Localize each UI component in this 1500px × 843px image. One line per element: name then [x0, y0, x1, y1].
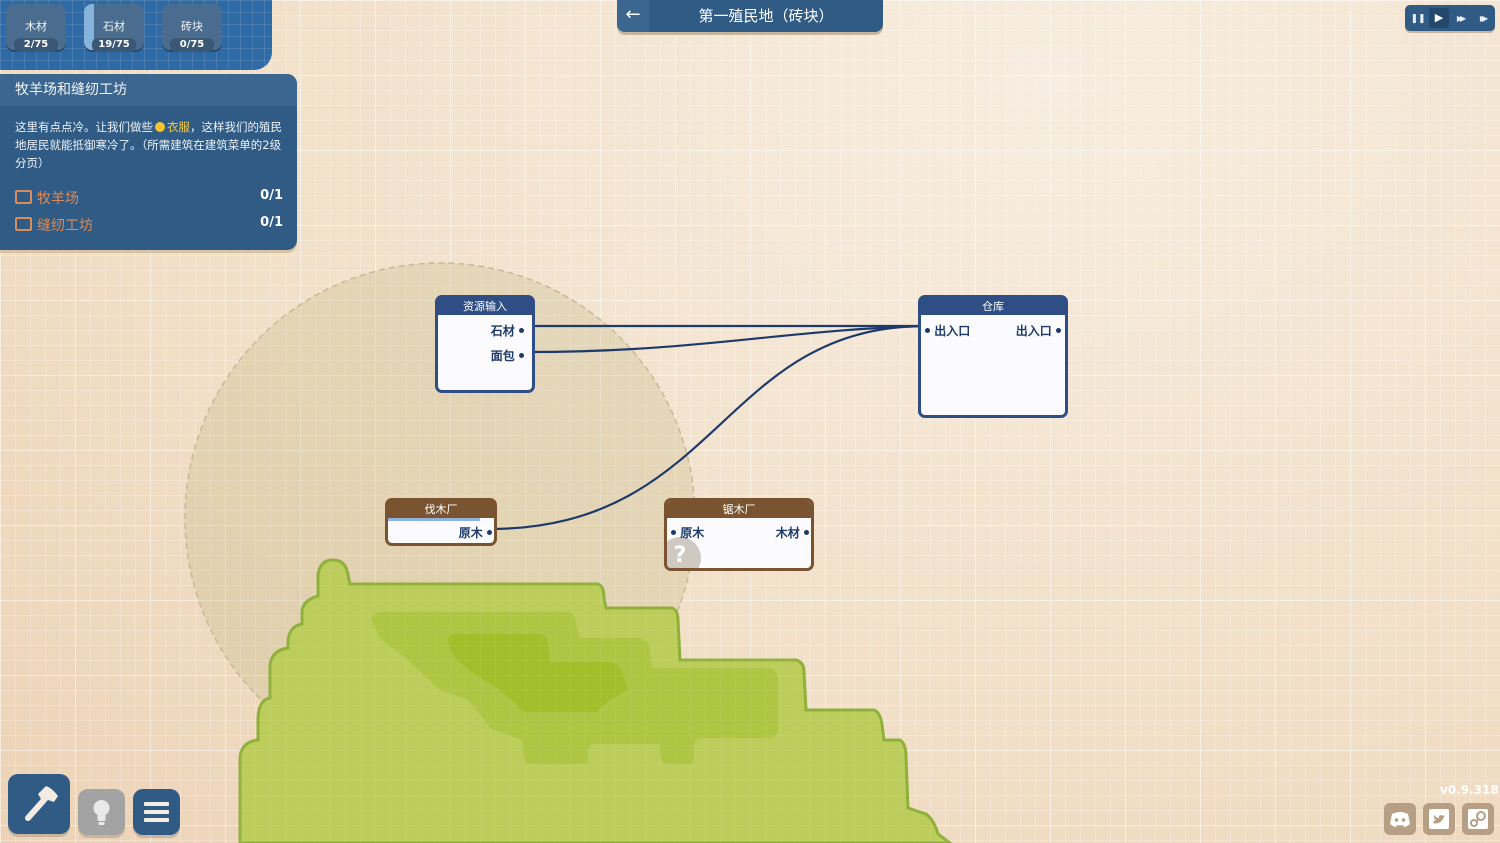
output-port-wood[interactable]: 木材	[776, 524, 809, 541]
resource-name: 砖块	[181, 20, 203, 33]
output-port-logs[interactable]: 原木	[459, 524, 492, 541]
discord-button[interactable]	[1384, 803, 1416, 835]
hint-button[interactable]	[78, 789, 125, 835]
task-label: 牧羊场	[37, 191, 79, 207]
input-port-logs[interactable]: 原木	[671, 524, 704, 541]
missing-input-icon: ?	[667, 537, 701, 568]
twitter-button[interactable]	[1423, 803, 1455, 835]
resource-count: 0/75	[170, 38, 214, 52]
fast-forward-icon: ▶▶	[1456, 14, 1466, 23]
port-label: 面包	[490, 349, 515, 363]
quest-desc-text: ，这样我们的殖民地居民就能抵御寒冷了。（所需建筑在建筑菜单的2级分页）	[15, 120, 282, 170]
port-dot	[925, 328, 930, 333]
output-port[interactable]: 出入口	[1016, 322, 1061, 339]
fast-forward-button[interactable]: ▶▶	[1450, 8, 1470, 28]
link-bread-to-warehouse	[526, 324, 927, 354]
node-warehouse[interactable]: 仓库 出入口 出入口	[918, 295, 1068, 418]
checkbox-icon	[15, 217, 32, 231]
resource-brick[interactable]: 砖块 0/75	[162, 4, 222, 52]
steam-button[interactable]	[1462, 803, 1494, 835]
checkbox-icon	[15, 190, 32, 204]
port-dot	[519, 353, 524, 358]
menu-icon	[144, 802, 169, 822]
twitter-icon	[1429, 809, 1449, 829]
menu-button[interactable]	[133, 789, 180, 835]
port-label: 出入口	[1015, 324, 1052, 338]
question-mark-icon: ?	[673, 543, 687, 568]
port-label: 出入口	[934, 324, 971, 338]
node-title: 仓库	[921, 298, 1065, 315]
version-label: v0.9.318	[1440, 783, 1499, 797]
production-links	[488, 324, 927, 531]
fastest-icon: ▶▶	[1479, 14, 1489, 23]
clothes-coin-icon	[155, 122, 165, 132]
pause-icon: ❚❚	[1410, 14, 1426, 24]
build-button[interactable]	[8, 774, 70, 834]
pause-button[interactable]: ❚❚	[1408, 8, 1428, 28]
progress-bar	[388, 518, 480, 521]
node-logging-camp[interactable]: 伐木厂 原木	[385, 498, 497, 546]
resource-count: 19/75	[92, 38, 136, 52]
quest-panel: 牧羊场和缝纫工坊 这里有点点冷。让我们做些衣服，这样我们的殖民地居民就能抵御寒冷…	[0, 74, 297, 250]
resource-wood[interactable]: 木材 2/75	[6, 4, 66, 52]
colony-title: 第一殖民地（砖块）	[698, 7, 834, 25]
port-dot	[487, 530, 492, 535]
port-label: 原木	[458, 526, 483, 540]
output-port-stone[interactable]: 石材	[491, 322, 524, 339]
resource-fill	[84, 4, 94, 50]
port-dot	[519, 328, 524, 333]
resource-stone[interactable]: 石材 19/75	[84, 4, 144, 52]
input-port[interactable]: 出入口	[925, 322, 970, 339]
port-label: 原木	[680, 526, 705, 540]
link-logs-to-warehouse	[488, 324, 927, 531]
quest-title: 牧羊场和缝纫工坊	[0, 74, 297, 106]
node-sawmill[interactable]: 锯木厂 ? 原木 木材	[664, 498, 814, 571]
quest-highlight: 衣服	[167, 120, 190, 134]
arrow-left-icon: ←	[625, 4, 641, 25]
resource-count: 2/75	[14, 38, 58, 52]
node-title: 资源输入	[438, 298, 532, 315]
resource-name: 石材	[103, 20, 125, 33]
port-label: 石材	[490, 324, 515, 338]
lightbulb-icon	[93, 800, 110, 825]
task-count: 0/1	[260, 215, 283, 230]
resource-bar: 木材 2/75 石材 19/75 砖块 0/75	[0, 0, 272, 70]
port-dot	[804, 530, 809, 535]
discord-icon	[1390, 812, 1410, 827]
back-button[interactable]: ←	[617, 0, 649, 32]
task-count: 0/1	[260, 188, 283, 203]
port-dot	[1056, 328, 1061, 333]
port-label: 木材	[775, 526, 800, 540]
node-title: 锯木厂	[667, 501, 811, 518]
port-dot	[671, 530, 676, 535]
node-title: 伐木厂	[388, 501, 494, 518]
resource-name: 木材	[25, 20, 47, 33]
play-button[interactable]: ▶	[1429, 8, 1449, 28]
node-resource-input[interactable]: 资源输入 石材 面包	[435, 295, 535, 393]
quest-task: 牧羊场 0/1	[15, 188, 283, 208]
quest-task: 缝纫工坊 0/1	[15, 215, 283, 235]
quest-description: 这里有点点冷。让我们做些衣服，这样我们的殖民地居民就能抵御寒冷了。（所需建筑在建…	[15, 118, 285, 172]
output-port-bread[interactable]: 面包	[491, 347, 524, 364]
colony-title-bar: ← 第一殖民地（砖块）	[617, 0, 883, 32]
quest-desc-text: 这里有点点冷。让我们做些	[15, 120, 153, 134]
steam-icon	[1468, 809, 1488, 829]
fastest-button[interactable]: ▶▶	[1472, 8, 1492, 28]
hammer-icon	[25, 786, 58, 821]
play-icon: ▶	[1434, 11, 1444, 24]
speed-controls: ❚❚ ▶ ▶▶ ▶▶	[1405, 5, 1495, 31]
task-label: 缝纫工坊	[37, 218, 93, 234]
